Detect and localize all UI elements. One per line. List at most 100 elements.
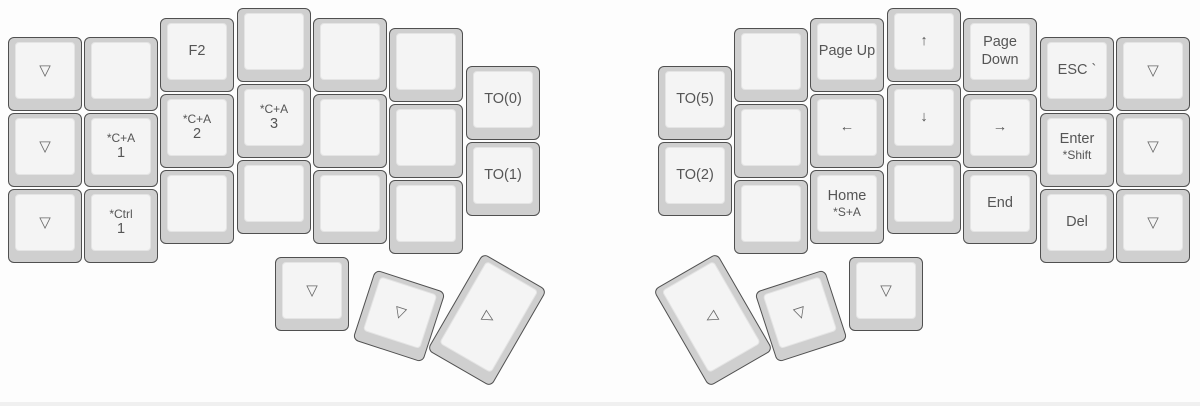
key-label: ↑ [920,32,928,49]
right-key-4[interactable] [734,180,808,254]
modifier-label: *C+A [259,101,289,116]
keycap-legend: TO(2) [665,147,725,204]
right-key-22[interactable]: ▽ [849,257,923,331]
keycap-legend: ◁ [661,260,761,374]
key-label: TO(2) [676,166,714,183]
transparent-triangle-icon: ▽ [39,137,51,155]
transparent-triangle-icon: ▷ [479,306,499,327]
key-label: ESC ` [1057,61,1097,78]
keycap-legend: Del [1047,194,1107,251]
key-label: TO(1) [484,166,522,183]
key-label: TO(5) [676,90,714,107]
left-key-3[interactable] [84,37,158,111]
left-key-0[interactable]: ▽ [8,37,82,111]
right-key-14[interactable]: ESC ` [1040,37,1114,111]
right-key-18[interactable]: ▽ [1116,113,1190,187]
right-key-7[interactable]: Home*S+A [810,170,884,244]
keycap-legend: ↑ [894,13,954,70]
keycap-legend: ← [817,99,877,156]
keycap-legend: ▽ [856,262,916,319]
left-key-17[interactable] [389,180,463,254]
right-key-19[interactable]: ▽ [1116,189,1190,263]
left-key-16[interactable] [389,104,463,178]
keycap-legend [244,165,304,222]
keycap-legend [396,33,456,90]
key-label: TO(0) [484,90,522,107]
transparent-triangle-icon: ▽ [1147,213,1159,231]
left-key-18[interactable]: TO(0) [466,66,540,140]
key-label: 1 [116,221,126,237]
right-key-5[interactable]: Page Up [810,18,884,92]
right-key-11[interactable]: Page Down [963,18,1037,92]
keycap-legend [396,185,456,242]
keycap-legend: ▽ [15,42,75,99]
right-key-1[interactable]: TO(2) [658,142,732,216]
left-key-12[interactable] [313,18,387,92]
right-key-3[interactable] [734,104,808,178]
keycap-legend: ▽ [1123,194,1183,251]
keycap-legend [91,42,151,99]
right-key-0[interactable]: TO(5) [658,66,732,140]
keycap-legend: ↓ [894,89,954,146]
keycap-legend: ▽ [15,118,75,175]
left-key-15[interactable] [389,28,463,102]
left-key-8[interactable] [160,170,234,244]
key-label: → [992,118,1008,135]
modifier-label: *Shift [1062,148,1092,162]
right-key-9[interactable]: ↓ [887,84,961,158]
key-label: Enter [1059,130,1095,147]
left-key-2[interactable]: ▽ [8,189,82,263]
key-label: ↓ [920,108,928,125]
transparent-triangle-icon: ▽ [880,281,892,299]
right-key-10[interactable] [887,160,961,234]
right-key-6[interactable]: ← [810,94,884,168]
keycap-legend: ▽ [1123,118,1183,175]
key-label: End [987,194,1013,211]
left-key-14[interactable] [313,170,387,244]
modifier-label: *S+A [833,205,861,219]
keycap-legend: ▽ [282,262,342,319]
keycap-legend: TO(5) [665,71,725,128]
transparent-triangle-icon: ▽ [306,281,318,299]
keycap-legend: Home*S+A [817,175,877,232]
transparent-triangle-icon: ▽ [39,213,51,231]
key-label: 2 [192,126,202,142]
key-label: 3 [269,116,279,132]
transparent-triangle-icon: ◁ [701,306,721,327]
key-label: Page Down [981,34,1019,68]
left-key-6[interactable]: F2 [160,18,234,92]
right-key-8[interactable]: ↑ [887,8,961,82]
left-key-1[interactable]: ▽ [8,113,82,187]
keycap-legend [396,109,456,166]
left-key-11[interactable] [237,160,311,234]
right-key-13[interactable]: End [963,170,1037,244]
keycap-legend: ▷ [439,260,539,374]
right-key-15[interactable]: Enter*Shift [1040,113,1114,187]
right-key-17[interactable]: ▽ [1116,37,1190,111]
transparent-triangle-icon: ▽ [1147,137,1159,155]
keycap-legend: ▽ [1123,42,1183,99]
left-key-9[interactable] [237,8,311,82]
keycap-legend: Enter*Shift [1047,118,1107,175]
keycap-legend: ▽ [15,194,75,251]
key-label: ← [839,118,855,135]
keycap-legend: Page Up [817,23,877,80]
keycap-legend [320,23,380,80]
keycap-legend: → [970,99,1030,156]
left-key-22[interactable]: ▷ [426,253,548,387]
left-key-20[interactable]: ▽ [275,257,349,331]
keycap-legend [894,165,954,222]
right-key-2[interactable] [734,28,808,102]
left-key-13[interactable] [313,94,387,168]
right-key-12[interactable]: → [963,94,1037,168]
right-key-20[interactable]: ◁ [652,253,774,387]
left-key-19[interactable]: TO(1) [466,142,540,216]
right-key-16[interactable]: Del [1040,189,1114,263]
